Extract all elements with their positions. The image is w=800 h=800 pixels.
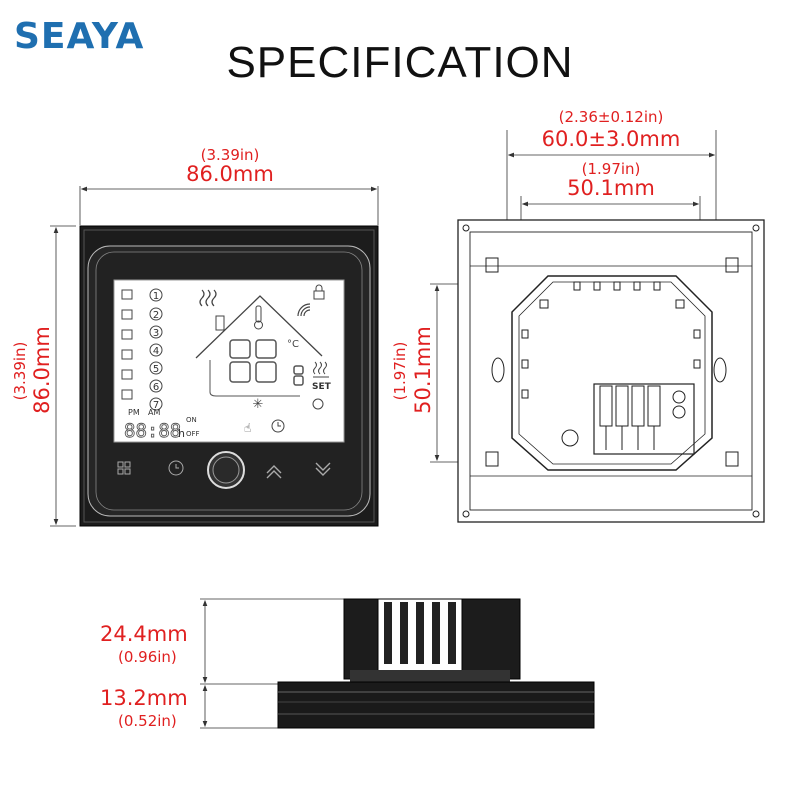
program-icons [121, 289, 133, 400]
back-inner-mm: 50.1mm [567, 176, 655, 200]
side-thickness-inches: (0.52in) [118, 712, 177, 730]
pm-label: PM [128, 408, 140, 417]
side-depth-mm: 24.4mm [100, 622, 188, 646]
am-label: AM [148, 408, 160, 417]
house-icon [195, 295, 323, 359]
program-number-6: 6 [153, 382, 159, 393]
program-number-5: 5 [153, 364, 159, 375]
side-thickness-mm: 13.2mm [100, 686, 188, 710]
front-view: 1 2 3 4 5 6 7 °C SET [50, 186, 379, 527]
menu-button[interactable] [117, 461, 131, 475]
set-label: SET [312, 382, 332, 392]
program-number-4: 4 [153, 346, 159, 357]
back-inner-inches: (1.97in) [581, 160, 641, 178]
manual-hand-icon: ☝ [244, 421, 251, 435]
side-view [200, 598, 595, 729]
up-button[interactable] [266, 465, 282, 479]
program-number-1: 1 [153, 291, 159, 302]
page-title: SPECIFICATION [226, 38, 574, 87]
floor-heat-icon [313, 361, 327, 375]
wifi-icon [297, 303, 311, 317]
program-number-2: 2 [153, 310, 159, 321]
back-outer-mm: 60.0±3.0mm [541, 127, 681, 151]
heat-wave-icon [199, 289, 217, 307]
eco-icon [312, 398, 324, 410]
temperature-digits [229, 339, 304, 386]
clock-digits: 88:88 [124, 420, 181, 442]
celsius-icon: °C [287, 339, 299, 350]
power-button[interactable] [207, 451, 245, 489]
program-number-3: 3 [153, 328, 159, 339]
on-label: ON [186, 416, 197, 424]
thermometer-icon [254, 305, 263, 330]
hour-unit: h [178, 427, 185, 440]
snowflake-icon: ✳ [253, 397, 264, 412]
program-number-7: 7 [153, 400, 159, 411]
back-outer-inches: (2.36±0.12in) [558, 108, 664, 126]
clock-button[interactable] [168, 460, 184, 476]
down-button[interactable] [315, 462, 331, 476]
front-width-mm: 86.0mm [186, 162, 274, 186]
front-width-inches: (3.39in) [200, 146, 260, 164]
off-label: OFF [186, 430, 200, 438]
side-depth-inches: (0.96in) [118, 648, 177, 666]
back-view [430, 130, 765, 523]
lock-icon [313, 284, 325, 300]
schedule-clock-icon [271, 419, 285, 433]
brand-logo: SEAYA [14, 16, 145, 57]
program-numbers [149, 288, 163, 411]
